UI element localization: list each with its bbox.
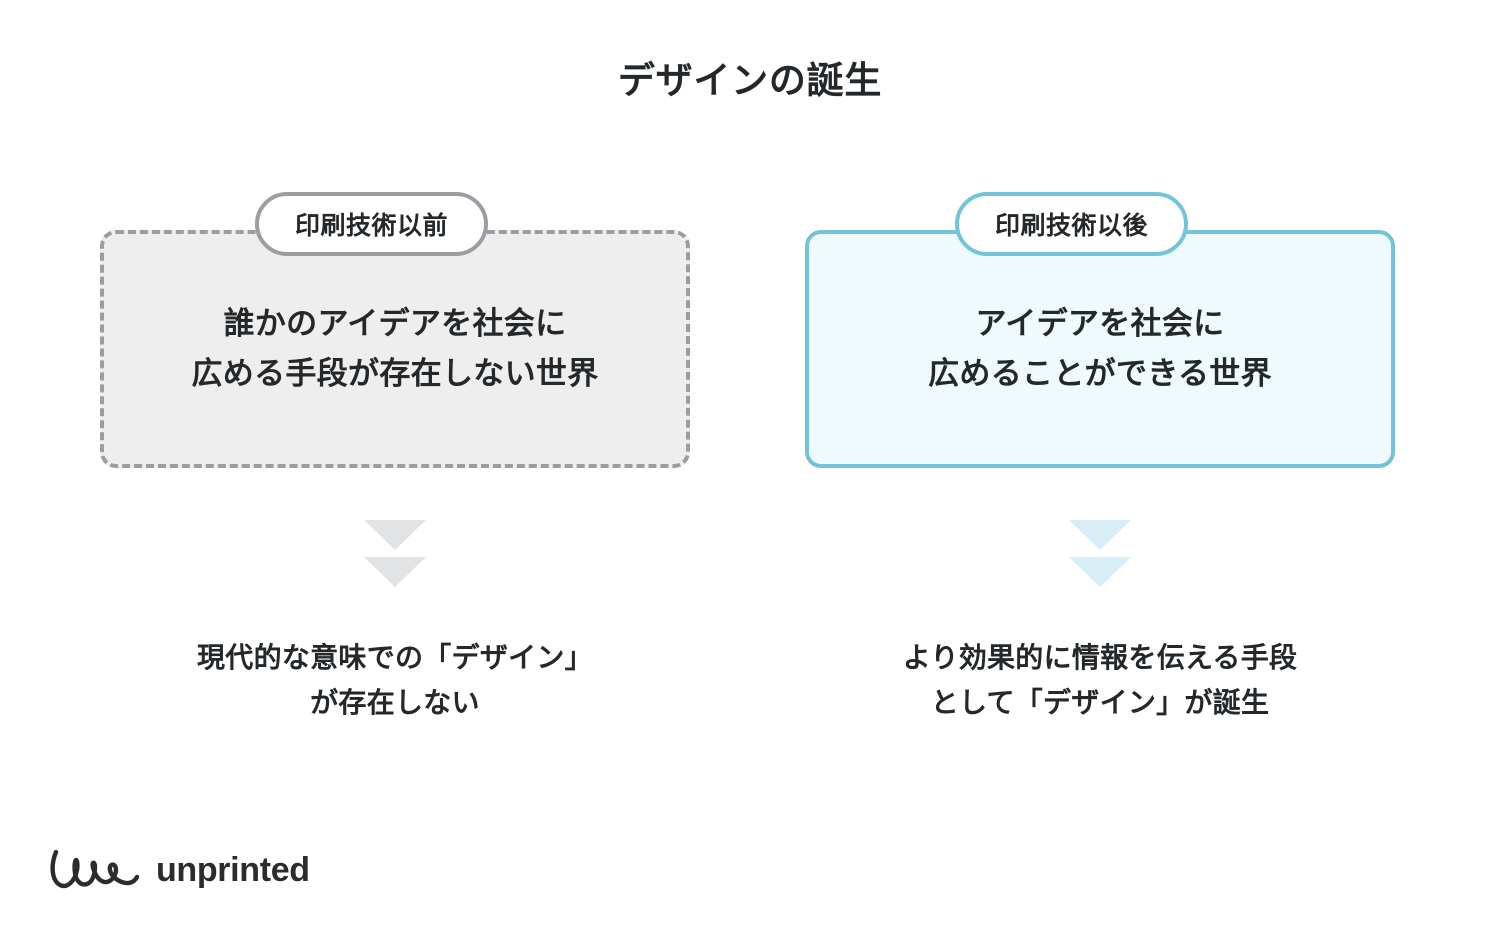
panel-text-after-printing: アイデアを社会に 広めることができる世界 bbox=[928, 305, 1272, 391]
panel-before-printing: 誰かのアイデアを社会に 広める手段が存在しない世界 bbox=[100, 230, 690, 468]
brand-logo: unprinted bbox=[48, 842, 310, 898]
badge-after-printing: 印刷技術以後 bbox=[955, 192, 1189, 256]
brand-logo-text: unprinted bbox=[156, 850, 310, 889]
column-after-printing: 印刷技術以後 アイデアを社会に 広めることができる世界 より効果的に情報を伝える… bbox=[805, 192, 1405, 726]
page-title: デザインの誕生 bbox=[617, 60, 883, 101]
panel-text-before-printing: 誰かのアイデアを社会に 広める手段が存在しない世界 bbox=[191, 305, 599, 391]
caption-before-printing: 現代的な意味での「デザイン」 が存在しない bbox=[197, 642, 593, 719]
double-chevron-down-icon-after bbox=[805, 520, 1395, 587]
chevron-down-icon bbox=[364, 557, 426, 587]
badge-before-printing: 印刷技術以前 bbox=[255, 192, 489, 256]
caption-after-printing: より効果的に情報を伝える手段 として「デザイン」が誕生 bbox=[902, 642, 1298, 719]
chevron-down-icon bbox=[1069, 557, 1131, 587]
chevron-down-icon bbox=[1069, 520, 1131, 550]
column-before-printing: 印刷技術以前 誰かのアイデアを社会に 広める手段が存在しない世界 現代的な意味で… bbox=[100, 192, 700, 726]
unprinted-script-mark-icon bbox=[50, 849, 140, 889]
panel-after-printing: アイデアを社会に 広めることができる世界 bbox=[805, 230, 1395, 468]
chevron-down-icon bbox=[364, 520, 426, 550]
double-chevron-down-icon-before bbox=[100, 520, 690, 587]
